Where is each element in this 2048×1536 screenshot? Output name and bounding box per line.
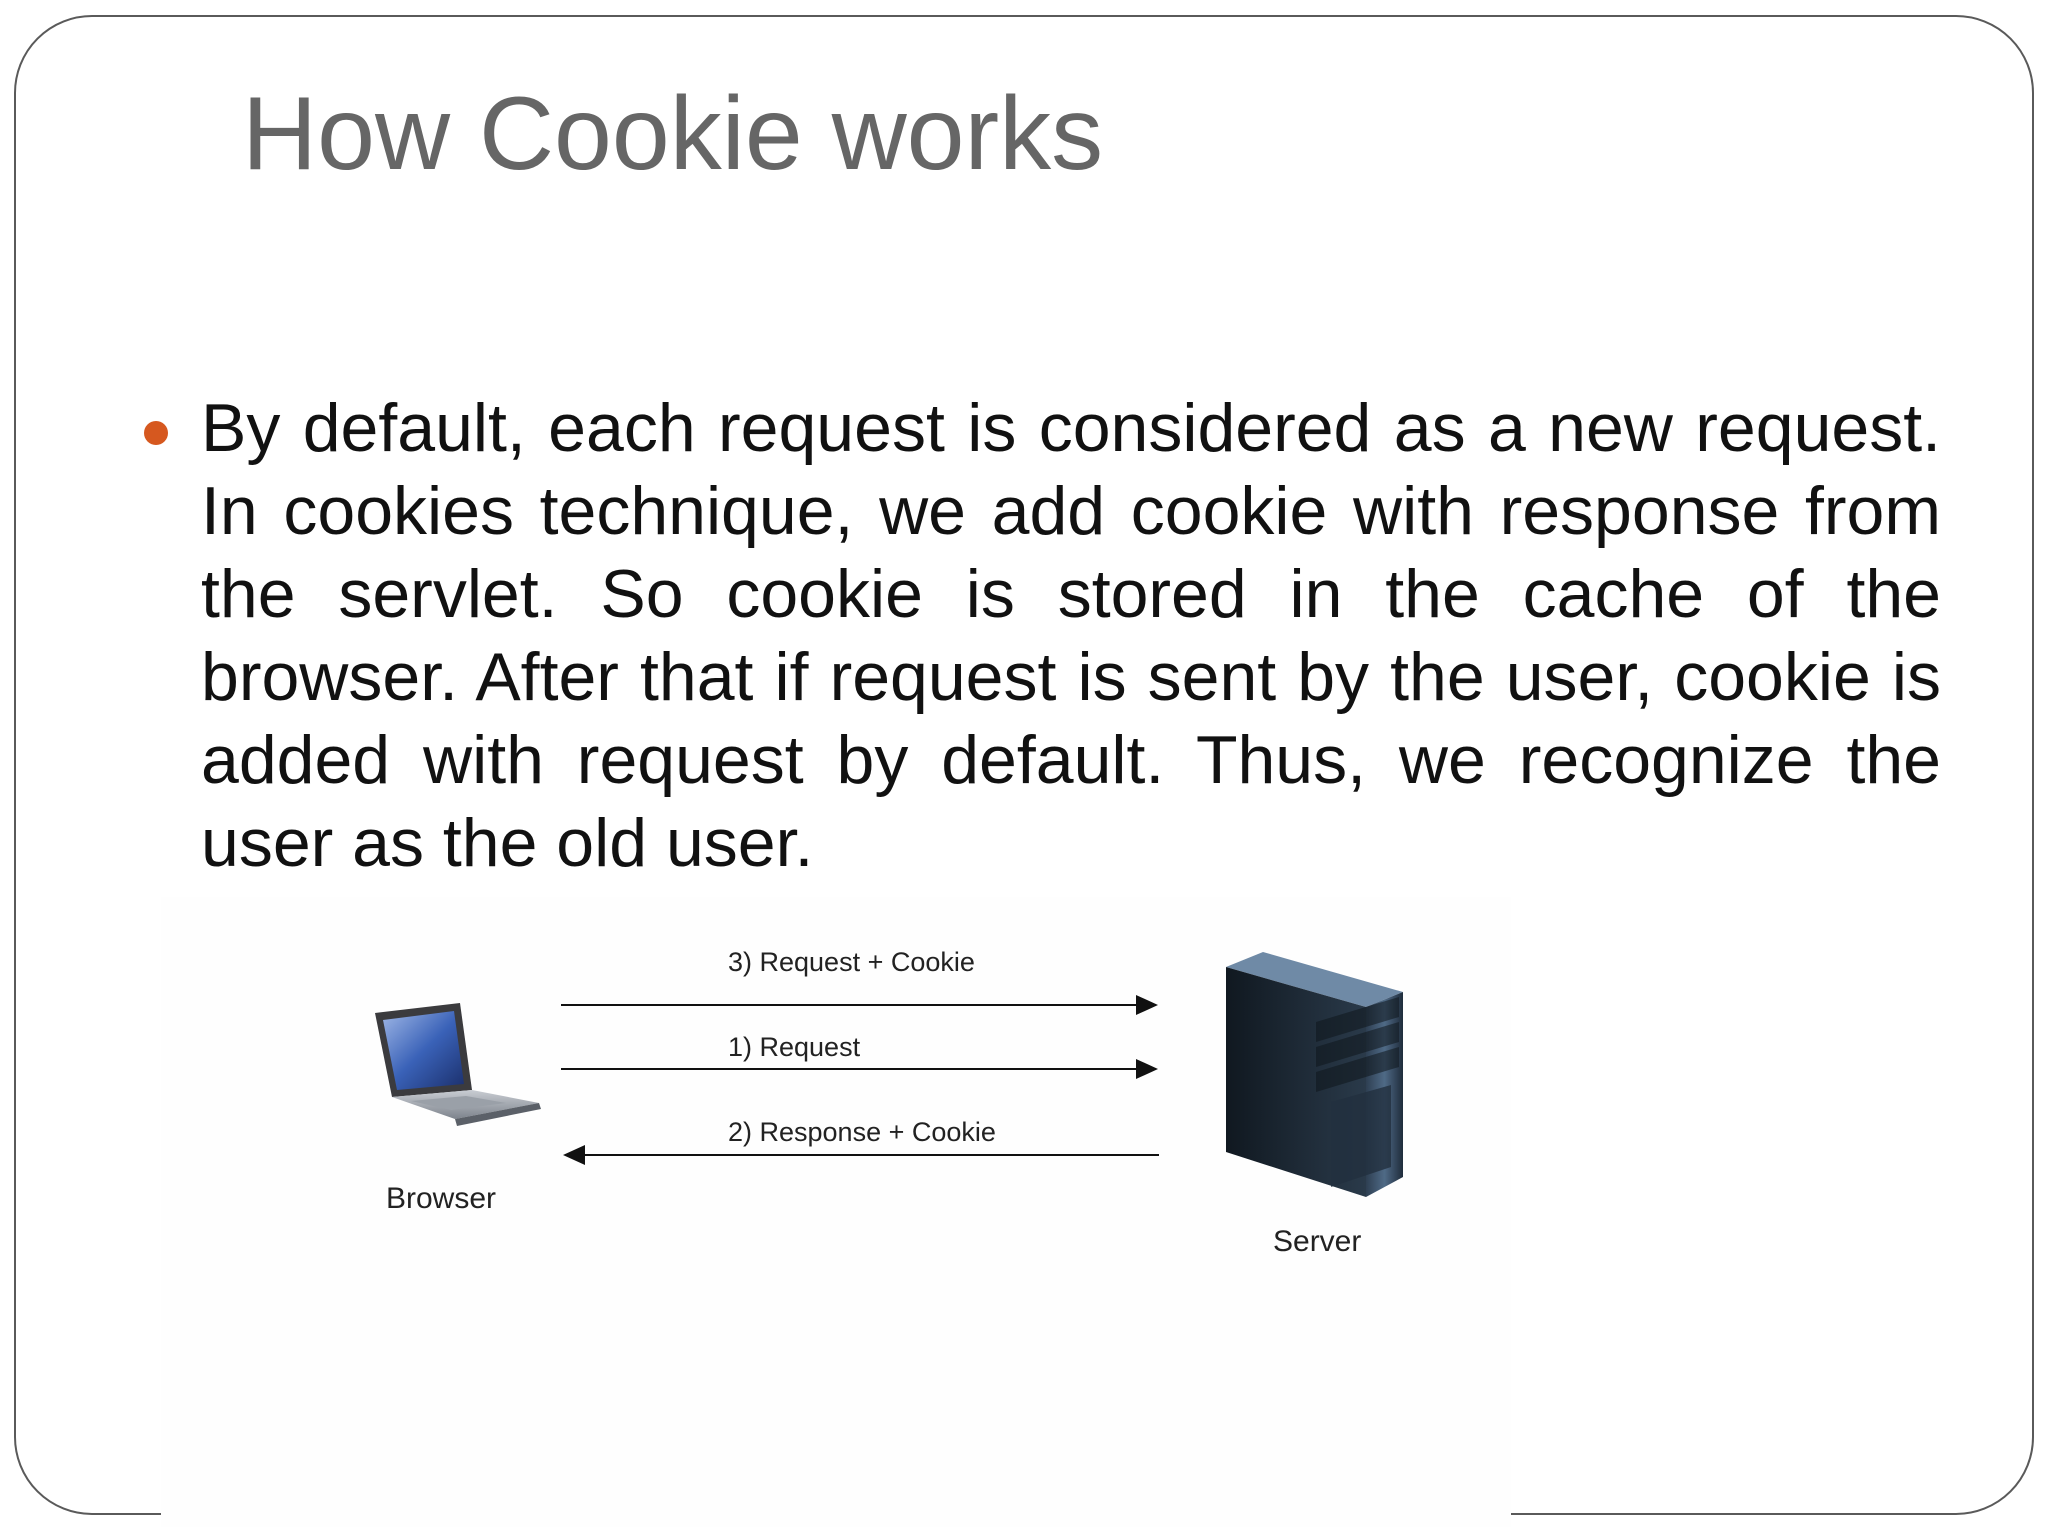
arrow-label-response-cookie: 2) Response + Cookie <box>728 1117 996 1147</box>
bullet-marker <box>144 421 168 445</box>
server-tower-icon <box>1226 952 1403 1197</box>
server-label: Server <box>1273 1225 1362 1258</box>
diagram-graphics <box>375 952 1403 1197</box>
slide-title: How Cookie works <box>242 76 1104 192</box>
bullet-paragraph: By default, each request is considered a… <box>201 390 1941 881</box>
arrow-label-request: 1) Request <box>728 1032 861 1062</box>
arrow-label-request-cookie: 3) Request + Cookie <box>728 947 975 977</box>
browser-label: Browser <box>386 1182 497 1215</box>
cookie-flow-diagram: 3) Request + Cookie 1) Request 2) Respon… <box>161 897 1511 1527</box>
slide-frame: How Cookie works By default, each reques… <box>14 15 2034 1527</box>
laptop-icon <box>375 1003 541 1126</box>
